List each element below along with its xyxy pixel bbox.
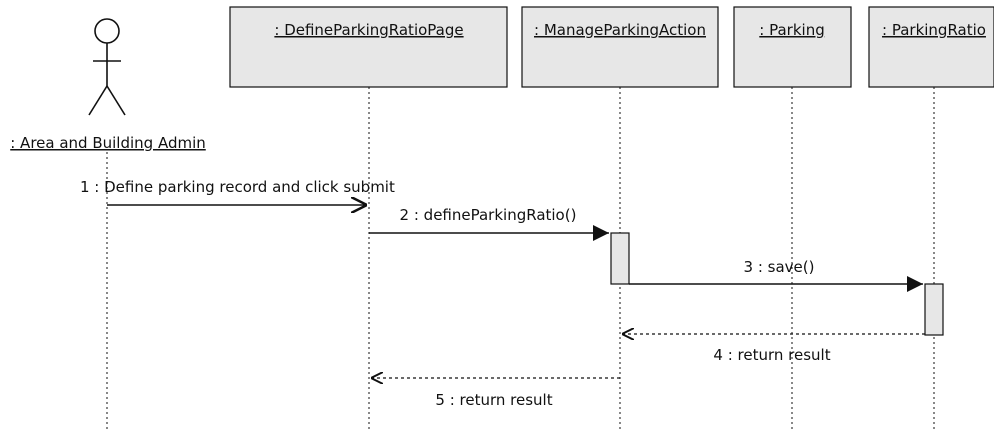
lifeline-parking-ratio: : ParkingRatio <box>868 6 994 88</box>
object-box-define-parking-ratio-page <box>229 6 508 88</box>
message-3-label: 3 : save() <box>744 258 815 276</box>
activation-manage-parking-action <box>610 232 630 285</box>
lifeline-define-parking-ratio-page: : DefineParkingRatioPage <box>229 6 508 88</box>
message-1-label: 1 : Define parking record and click subm… <box>80 178 395 196</box>
message-4: 4 : return result <box>622 334 925 364</box>
actor-label: : Area and Building Admin <box>10 134 206 152</box>
object-box-manage-parking-action <box>521 6 719 88</box>
actor-left-leg-icon <box>88 85 108 116</box>
object-box-parking-ratio <box>868 6 994 88</box>
activation-parking-ratio <box>924 283 944 336</box>
message-2: 2 : defineParkingRatio() <box>369 206 609 241</box>
message-2-label: 2 : defineParkingRatio() <box>400 206 577 224</box>
lifeline-manage-parking-action: : ManageParkingAction <box>521 6 719 88</box>
actor-right-leg-icon <box>106 85 126 116</box>
actor-area-building-admin: : Area and Building Admin <box>10 18 206 152</box>
message-1: 1 : Define parking record and click subm… <box>80 178 395 205</box>
message-5-label: 5 : return result <box>435 391 552 409</box>
actor-head-icon <box>94 18 120 44</box>
message-4-label: 4 : return result <box>713 346 830 364</box>
object-label-parking: : Parking <box>759 21 824 39</box>
object-label-manage-parking-action: : ManageParkingAction <box>534 21 706 39</box>
object-label-define-parking-ratio-page: : DefineParkingRatioPage <box>274 21 463 39</box>
lifeline-parking: : Parking <box>733 6 852 88</box>
object-label-parking-ratio: : ParkingRatio <box>882 21 986 39</box>
object-box-parking <box>733 6 852 88</box>
message-5: 5 : return result <box>371 378 620 409</box>
message-3: 3 : save() <box>629 258 923 292</box>
